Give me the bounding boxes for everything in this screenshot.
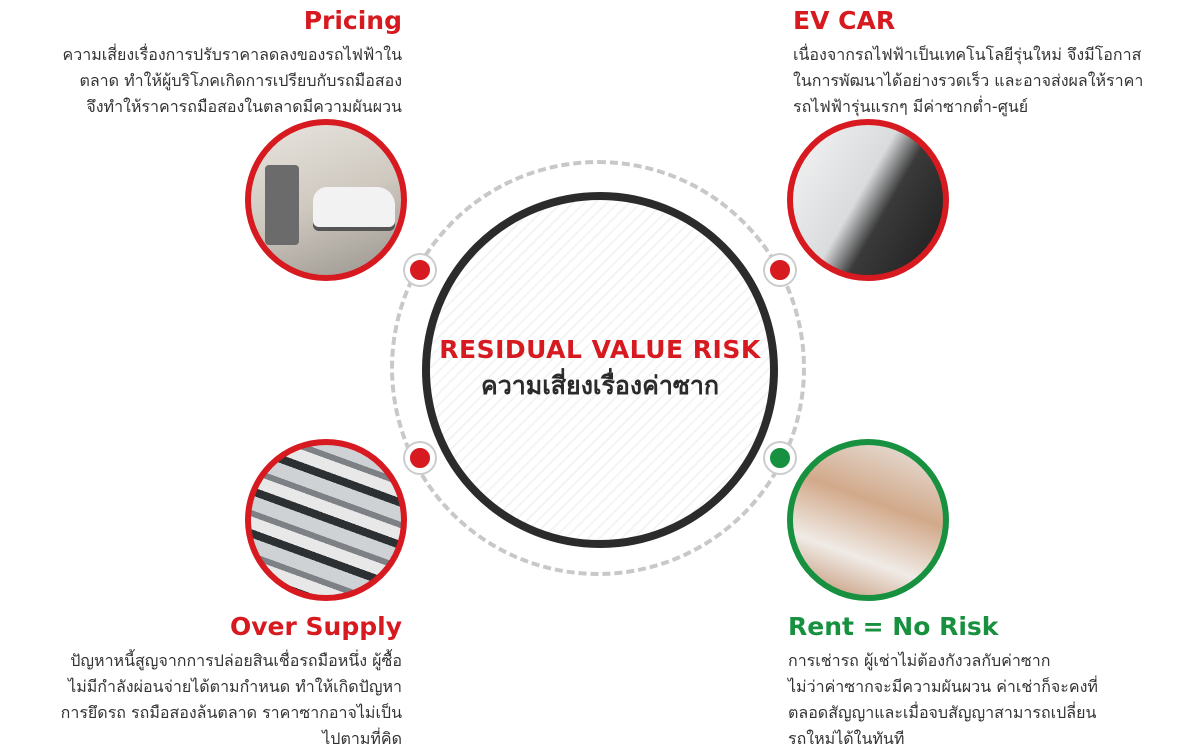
connector-dot-rent <box>765 443 795 473</box>
ev-charging-photo <box>787 119 949 281</box>
car-image <box>313 187 395 227</box>
ev-car-title: EV CAR <box>793 6 896 35</box>
connector-dot-ev-car <box>765 255 795 285</box>
dashed-ring <box>390 160 806 576</box>
pricing-description: ความเสี่ยงเรื่องการปรับราคาลดลงของรถไฟฟ้… <box>0 42 402 120</box>
connector-dot-over-supply <box>405 443 435 473</box>
text-line: ในการพัฒนาได้อย่างรวดเร็ว และอาจส่งผลให้… <box>793 71 1144 90</box>
center-circle: RESIDUAL VALUE RISK ความเสี่ยงเรื่องค่าซ… <box>422 192 778 548</box>
text-line: ตลอดสัญญาและเมื่อจบสัญญาสามารถเปลี่ยน <box>788 703 1097 722</box>
text-line: ไม่ว่าค่าซากจะมีความผันผวน ค่าเช่าก็จะคง… <box>788 677 1098 696</box>
text-line: ไม่มีกำลังผ่อนจ่ายได้ตามกำหนด ทำให้เกิดป… <box>68 677 402 696</box>
rent-title: Rent = No Risk <box>788 612 999 641</box>
text-line: ไปตามที่คิด <box>322 729 402 748</box>
over-supply-section: Over Supply ปัญหาหนี้สูญจากการปล่อยสินเช… <box>0 612 402 752</box>
text-line: จึงทำให้ราคารถมือสองในตลาดมีความผันผวน <box>86 97 402 116</box>
charger-image <box>265 165 299 245</box>
text-line: เนื่องจากรถไฟฟ้าเป็นเทคโนโลยีรุ่นใหม่ จึ… <box>793 45 1142 64</box>
text-line: รถใหม่ได้ในทันที <box>788 729 905 748</box>
ev-car-section: EV CAR เนื่องจากรถไฟฟ้าเป็นเทคโนโลยีรุ่น… <box>793 6 1200 120</box>
text-line: รถไฟฟ้ารุ่นแรกๆ มีค่าซากต่ำ-ศูนย์ <box>793 97 1029 116</box>
pricing-section: Pricing ความเสี่ยงเรื่องการปรับราคาลดลงข… <box>0 6 402 120</box>
text-line: ปัญหาหนี้สูญจากการปล่อยสินเชื่อรถมือหนึ่… <box>70 651 402 670</box>
rent-description: การเช่ารถ ผู้เช่าไม่ต้องกังวลกับค่าซาก ไ… <box>788 648 1198 752</box>
text-line: ตลาด ทำให้ผู้บริโภคเกิดการเปรียบกับรถมือ… <box>79 71 402 90</box>
text-line: การเช่ารถ ผู้เช่าไม่ต้องกังวลกับค่าซาก <box>788 651 1051 670</box>
over-supply-description: ปัญหาหนี้สูญจากการปล่อยสินเชื่อรถมือหนึ่… <box>0 648 402 752</box>
pricing-photo <box>245 119 407 281</box>
center-title-th: ความเสี่ยงเรื่องค่าซาก <box>480 370 720 400</box>
parking-lot-photo <box>245 439 407 601</box>
rent-section: Rent = No Risk การเช่ารถ ผู้เช่าไม่ต้องก… <box>788 612 1198 752</box>
text-line: ความเสี่ยงเรื่องการปรับราคาลดลงของรถไฟฟ้… <box>62 45 402 64</box>
pricing-title: Pricing <box>303 6 402 35</box>
center-title-en: RESIDUAL VALUE RISK <box>439 334 761 364</box>
connector-dot-pricing <box>405 255 435 285</box>
car-key-handover-photo <box>787 439 949 601</box>
ev-car-description: เนื่องจากรถไฟฟ้าเป็นเทคโนโลยีรุ่นใหม่ จึ… <box>793 42 1200 120</box>
text-line: การยึดรถ รถมือสองล้นตลาด ราคาซากอาจไม่เป… <box>60 703 402 722</box>
over-supply-title: Over Supply <box>230 612 402 641</box>
